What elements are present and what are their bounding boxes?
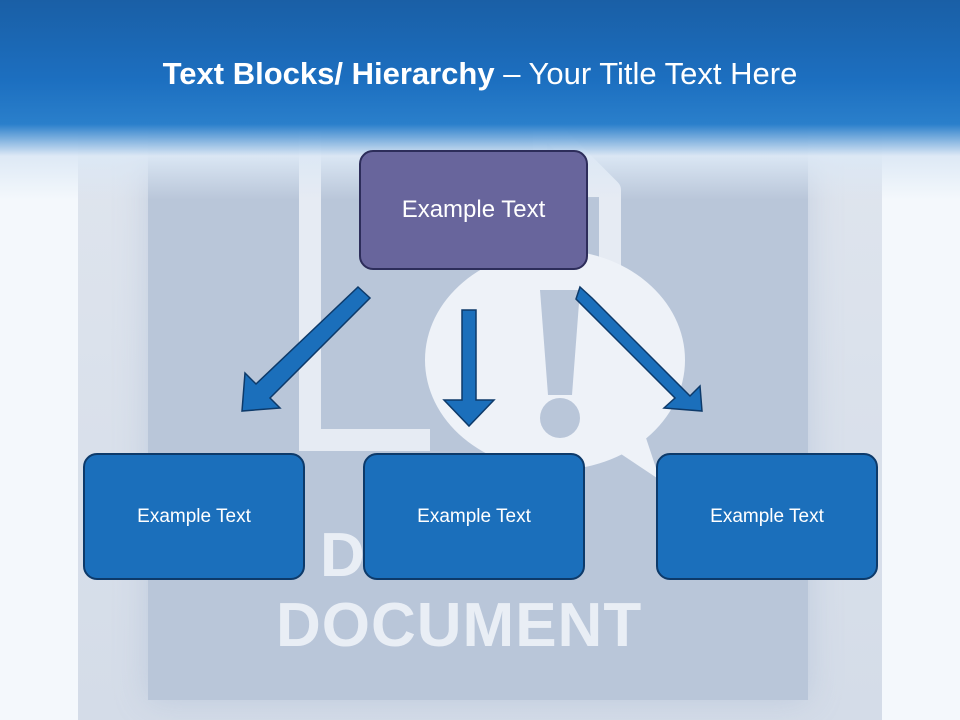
child-node-3[interactable]: Example Text (656, 453, 878, 580)
child-node-2[interactable]: Example Text (363, 453, 585, 580)
watermark-text-line2: DOCUMENT (276, 591, 643, 660)
slide-title-rest: – Your Title Text Here (494, 56, 798, 91)
root-node[interactable]: Example Text (359, 150, 588, 270)
slide-title: Text Blocks/ Hierarchy – Your Title Text… (0, 56, 960, 92)
slide-title-bold: Text Blocks/ Hierarchy (162, 56, 495, 91)
arrow-right (575, 285, 703, 412)
child-node-1[interactable]: Example Text (83, 453, 305, 580)
root-node-label: Example Text (401, 196, 546, 223)
child-node-label: Example Text (710, 505, 824, 527)
arrow-middle (442, 309, 496, 428)
arrow-left (241, 285, 372, 412)
child-node-label: Example Text (137, 505, 251, 527)
child-node-label: Example Text (417, 505, 531, 527)
